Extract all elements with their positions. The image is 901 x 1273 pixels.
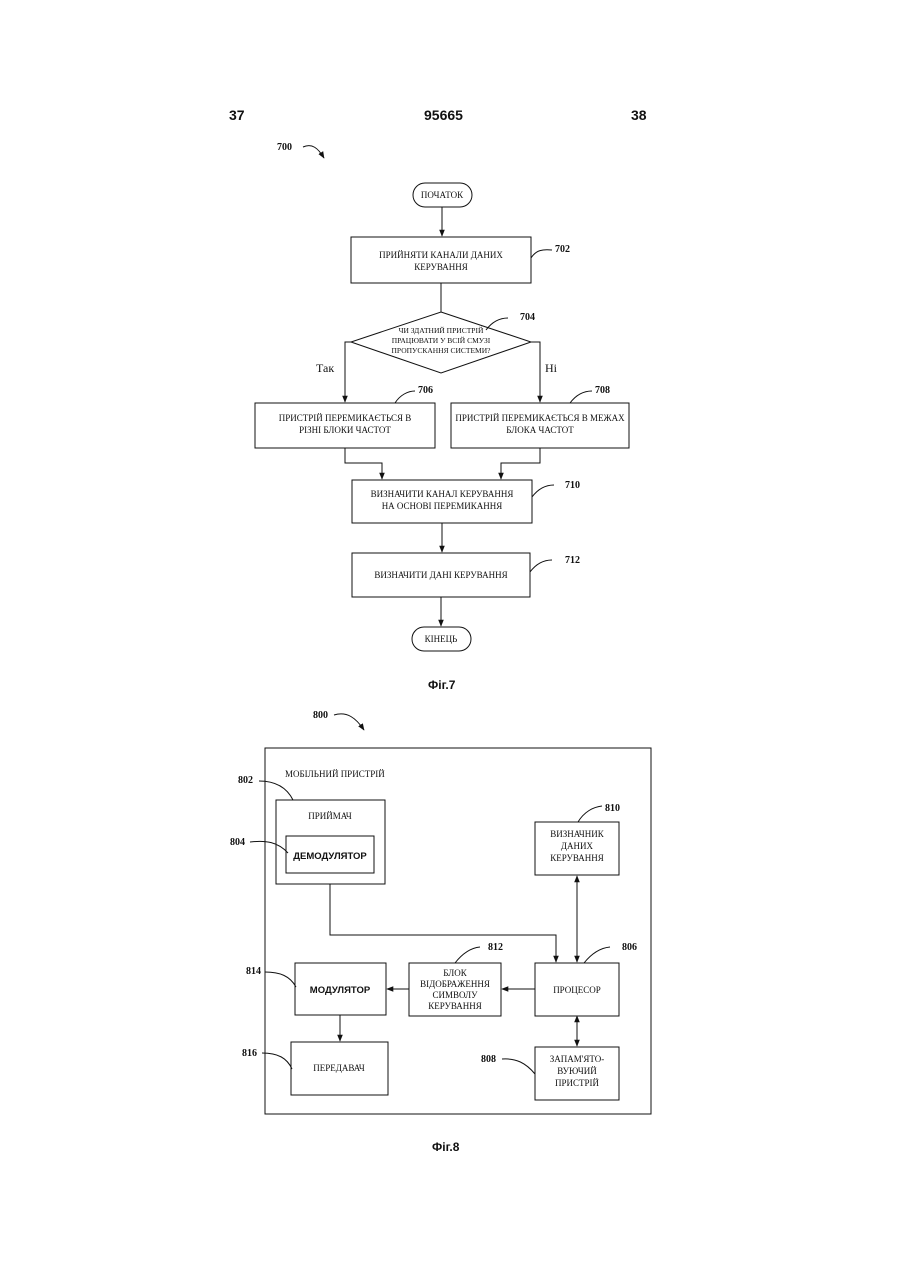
control-detector-line2: ДАНИХ [561,841,594,851]
start-label: ПОЧАТОК [421,190,464,200]
ref-706: 706 [418,385,433,396]
step-706-line1: ПРИСТРІЙ ПЕРЕМИКАЄТЬСЯ В [279,413,411,423]
ref-712-leader [530,560,552,572]
demodulator-label: ДЕМОДУЛЯТОР [293,851,367,862]
memory-line1: ЗАПАМ'ЯТО- [550,1054,605,1064]
step-710-line1: ВИЗНАЧИТИ КАНАЛ КЕРУВАННЯ [371,489,514,499]
symbol-mapper-line2: ВІДОБРАЖЕННЯ [420,979,490,989]
ref-708-leader [570,391,592,403]
arrow-yes [345,342,351,402]
ref-810: 810 [605,803,620,814]
step-708-line2: БЛОКА ЧАСТОТ [506,425,574,435]
ref-812: 812 [488,942,503,953]
receiver-label: ПРИЙМАЧ [308,811,352,821]
transmitter-label: ПЕРЕДАВАЧ [313,1063,365,1073]
decision-704-line2: ПРАЦЮВАТИ У ВСІЙ СМУЗІ [392,336,491,345]
ref-702-leader [531,250,552,258]
symbol-mapper-line4: КЕРУВАННЯ [428,1001,482,1011]
step-702-box [351,237,531,283]
ref-704: 704 [520,312,535,323]
ref-800-arrow [334,714,364,730]
block-diagram-fig8: 800 МОБІЛЬНИЙ ПРИСТРІЙ 802 ПРИЙМАЧ ДЕМОД… [230,710,651,1114]
end-label: КІНЕЦЬ [425,634,458,644]
ref-804: 804 [230,837,245,848]
mobile-device-label: МОБІЛЬНИЙ ПРИСТРІЙ [285,769,385,779]
step-710-line2: НА ОСНОВІ ПЕРЕМИКАННЯ [382,501,503,511]
step-706-line2: РІЗНІ БЛОКИ ЧАСТОТ [299,425,391,435]
arrow-708-710 [501,448,540,479]
flowchart-fig7: 700 ПОЧАТОК ПРИЙНЯТИ КАНАЛИ ДАНИХ КЕРУВА… [255,142,629,651]
ref-802: 802 [238,775,253,786]
ref-710: 710 [565,480,580,491]
symbol-mapper-line3: СИМВОЛУ [432,990,478,1000]
step-708-line1: ПРИСТРІЙ ПЕРЕМИКАЄТЬСЯ В МЕЖАХ [455,413,625,423]
step-702-line2: КЕРУВАННЯ [414,262,468,272]
control-detector-line3: КЕРУВАННЯ [550,853,604,863]
ref-702: 702 [555,244,570,255]
ref-710-leader [532,485,554,497]
arrow-no [531,342,540,402]
modulator-label: МОДУЛЯТОР [310,985,371,996]
ref-814: 814 [246,966,261,977]
ref-700-arrow [303,146,324,158]
ref-806: 806 [622,942,637,953]
ref-712: 712 [565,555,580,566]
ref-700: 700 [277,142,292,153]
ref-706-leader [395,391,415,403]
no-label: Ні [545,361,558,375]
yes-label: Так [316,361,334,375]
decision-704-line3: ПРОПУСКАННЯ СИСТЕМИ? [392,346,492,355]
symbol-mapper-line1: БЛОК [443,968,468,978]
ref-800: 800 [313,710,328,721]
control-detector-line1: ВИЗНАЧНИК [550,829,604,839]
processor-label: ПРОЦЕСОР [553,985,601,995]
decision-704-line1: ЧИ ЗДАТНИЙ ПРИСТРІЙ [399,326,484,335]
ref-808: 808 [481,1054,496,1065]
ref-708: 708 [595,385,610,396]
step-702-line1: ПРИЙНЯТИ КАНАЛИ ДАНИХ [379,250,503,260]
arrow-706-710 [345,448,382,479]
memory-line3: ПРИСТРІЙ [555,1078,600,1088]
step-712-line1: ВИЗНАЧИТИ ДАНІ КЕРУВАННЯ [374,570,507,580]
ref-816: 816 [242,1048,257,1059]
memory-line2: ВУЮЧИЙ [557,1066,597,1076]
